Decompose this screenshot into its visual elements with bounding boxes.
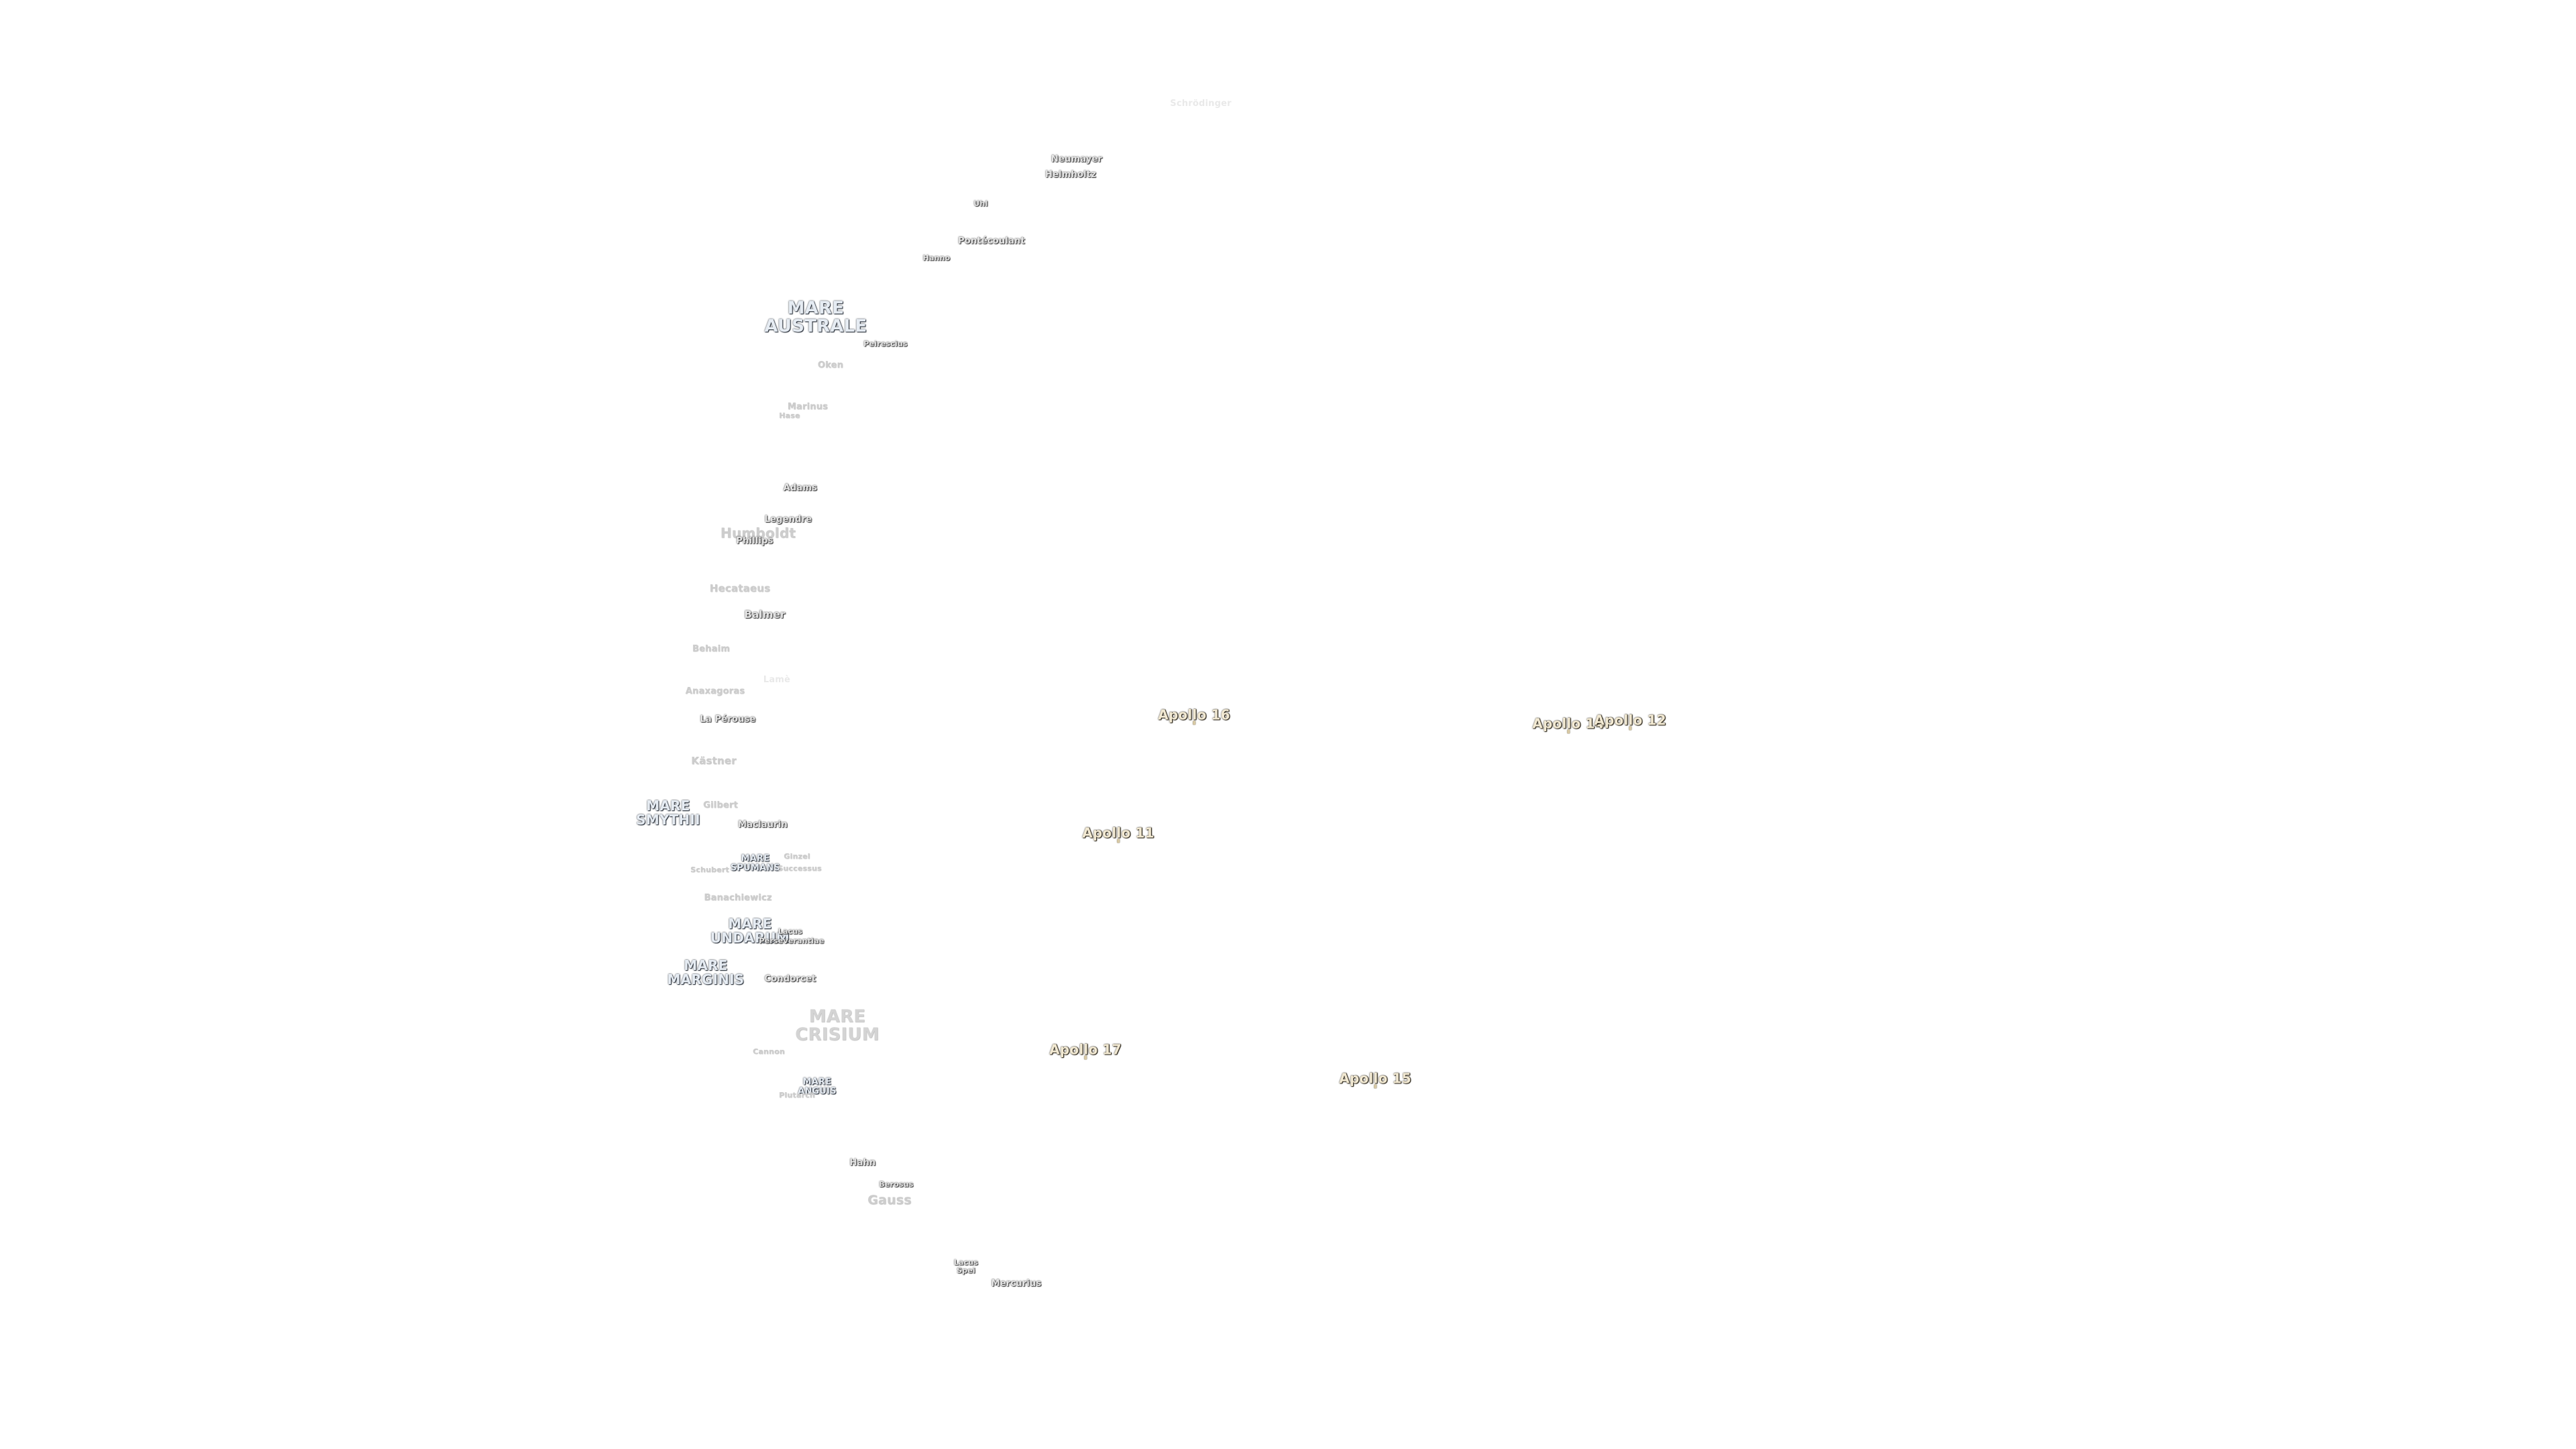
crater-label-uhl: Uhl — [973, 199, 988, 209]
landing-site-marker-icon — [1374, 1084, 1377, 1089]
crater-label-gauss: Gauss — [867, 1193, 912, 1208]
apollo-17-label: Apollo 17 — [1049, 1041, 1122, 1058]
apollo-15-label: Apollo 15 — [1339, 1070, 1411, 1087]
apollo-11-label: Apollo 11 — [1082, 824, 1155, 841]
landing-site-marker-icon — [1629, 726, 1631, 731]
crater-label-anaxagoras: Anaxagoras — [685, 686, 745, 697]
crater-label-gilbert: Gilbert — [703, 800, 738, 811]
crater-label-la-perouse: La Pérouse — [700, 714, 756, 725]
crater-label-neumayer: Neumayer — [1051, 154, 1103, 165]
crater-label-pontecoulant: Pontécoulant — [958, 236, 1025, 247]
crater-label-schubert: Schubert — [690, 865, 729, 875]
crater-label-schrodinger: Schrödinger — [1170, 99, 1232, 109]
landing-site-marker-icon — [1567, 729, 1570, 734]
crater-label-hanno: Hanno — [922, 254, 951, 263]
crater-label-plutarch: Plutarch — [779, 1091, 815, 1100]
crater-label-helmholtz: Helmholtz — [1045, 170, 1096, 180]
crater-label-condorcet: Condorcet — [764, 974, 816, 985]
apollo-16-label: Apollo 16 — [1158, 706, 1230, 723]
crater-label-maclaurin: Maclaurin — [738, 820, 788, 830]
crater-label-marinus: Marinus — [787, 402, 828, 413]
crater-label-hahn: Hahn — [849, 1158, 876, 1169]
mare-label-smythii: MARE SMYTHII — [636, 798, 700, 828]
crater-label-successus: Successus — [777, 864, 822, 873]
mare-label-marginis: MARE MARGINIS — [667, 957, 745, 987]
crater-label-lame: Lamè — [763, 675, 791, 686]
crater-label-berosus: Berosus — [879, 1180, 914, 1189]
lake-label-lacus-spei: Lacus Spei — [953, 1258, 979, 1275]
crater-label-kastner: Kästner — [691, 755, 737, 767]
crater-label-ginzel: Ginzel — [784, 852, 810, 861]
lake-label-lacus: Lacus — [777, 927, 803, 936]
mare-label-spumans: MARE SPUMANS — [730, 853, 781, 873]
crater-label-banachiewicz: Banachiewicz — [704, 893, 772, 904]
crater-label-legendre: Legendre — [764, 515, 812, 525]
landing-site-marker-icon — [1117, 839, 1120, 843]
crater-label-hecataeus: Hecataeus — [709, 582, 771, 595]
apollo-14-site[interactable]: Apollo 14 — [1532, 715, 1605, 734]
apollo-11-site[interactable]: Apollo 11 — [1082, 826, 1155, 843]
apollo-16-site[interactable]: Apollo 16 — [1158, 708, 1230, 725]
apollo-14-label: Apollo 14 — [1532, 715, 1605, 732]
crater-label-oken: Oken — [817, 360, 844, 371]
crater-label-adams: Adams — [783, 483, 818, 494]
apollo-12-label: Apollo 12 — [1594, 712, 1666, 729]
crater-label-hase: Hase — [779, 411, 800, 421]
crater-label-balmer: Balmer — [744, 608, 786, 621]
apollo-17-site[interactable]: Apollo 17 — [1049, 1041, 1122, 1060]
mare-label-crisium: MARE CRISIUM — [795, 1006, 879, 1045]
apollo-12-site[interactable]: Apollo 12 — [1594, 712, 1666, 731]
mare-label-australe: MARE AUSTRALE — [764, 298, 867, 337]
crater-label-mercurius: Mercurius — [991, 1279, 1042, 1289]
lake-label-perseverantiae: Perseverantiae — [759, 936, 824, 946]
mare-label-anguis: MARE ANGUIS — [798, 1077, 837, 1096]
crater-label-cannon: Cannon — [753, 1047, 785, 1057]
landing-site-marker-icon — [1193, 720, 1195, 725]
crater-label-peirescius: Peirescius — [863, 339, 908, 349]
apollo-15-site[interactable]: Apollo 15 — [1339, 1070, 1411, 1089]
crater-label-behaim: Behaim — [692, 644, 730, 655]
crater-label-phillips: Phillips — [736, 536, 773, 547]
crater-label-humboldt: Humboldt — [720, 525, 796, 541]
landing-site-marker-icon — [1084, 1055, 1087, 1060]
mare-label-undarum: MARE UNDARUM — [710, 916, 790, 946]
